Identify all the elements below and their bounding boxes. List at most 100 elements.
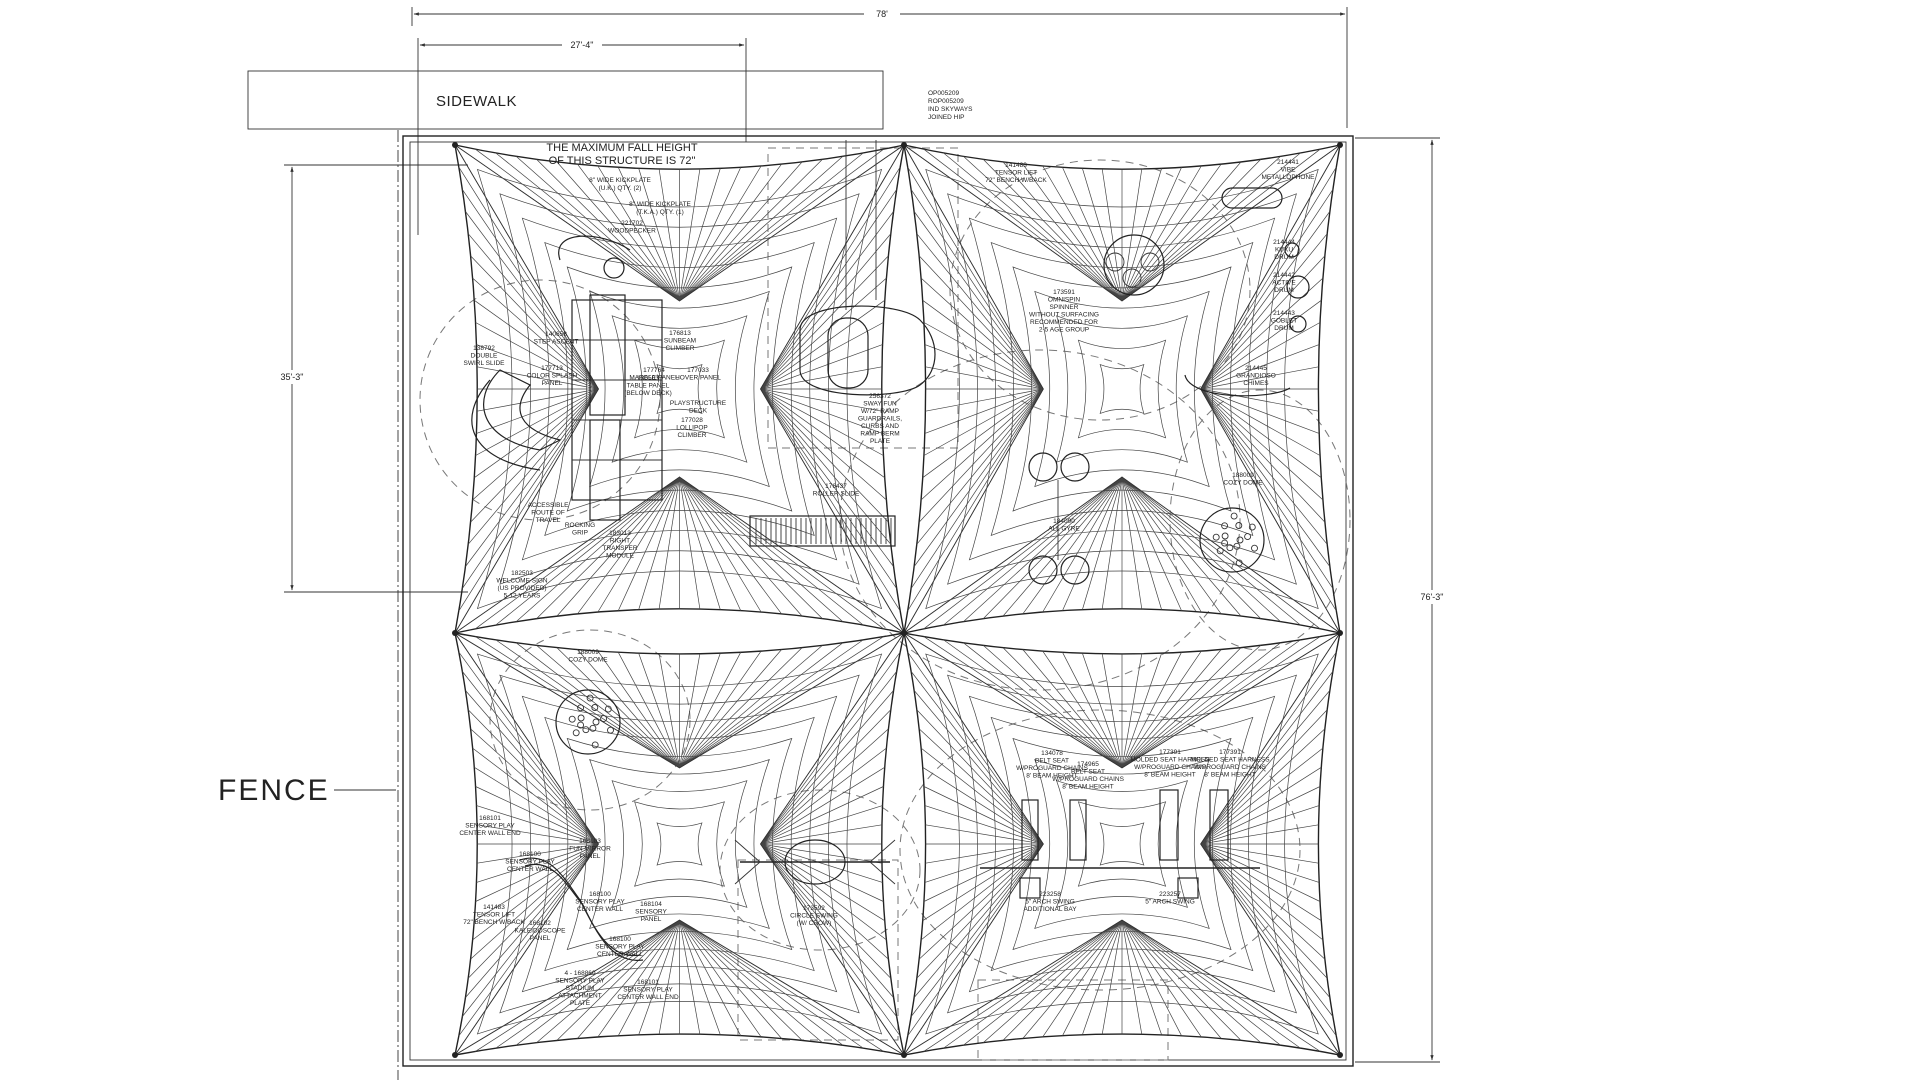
equipment-label-line: SUNBEAM xyxy=(664,338,696,345)
equipment-label-line: 173592 xyxy=(803,905,825,912)
shade-sail-canopy xyxy=(452,142,1343,1058)
equipment-label-line: 2-5 AGE GROUP xyxy=(1039,327,1089,334)
equipment-label-line: 168100 xyxy=(609,936,631,943)
equipment-label-line: CLIMBER xyxy=(678,432,707,439)
equipment-label-line: COZY DOME xyxy=(568,657,608,664)
equipment-label-line: 141483 xyxy=(483,904,505,911)
equipment-label-line: 176437 xyxy=(825,483,847,490)
equipment-label-line: 140658 xyxy=(545,331,567,338)
equipment-label-line: SWAY FUN xyxy=(863,401,897,408)
dimension-overall-width: 78' xyxy=(411,7,1348,128)
shade-sail-2 xyxy=(903,144,1341,634)
sail-post xyxy=(452,1052,458,1058)
equipment-label-line: 177391 xyxy=(1159,749,1181,756)
equipment-label-line: BELT SEAT xyxy=(1035,758,1069,765)
equipment-label-line: MOLDED SEAT HARNESS xyxy=(1130,757,1210,764)
equipment-label-line: 173591 xyxy=(1053,289,1075,296)
play-structure-deck xyxy=(571,299,663,501)
vibe-metallophone xyxy=(1221,187,1283,209)
dimension-overall-height-label: 76'-3" xyxy=(1421,592,1444,602)
equipment-label-line: COZY DOME xyxy=(1223,480,1263,487)
equipment-label-line: 214444 xyxy=(1273,239,1295,246)
svg-text:8" WIDE KICKPLATE: 8" WIDE KICKPLATE xyxy=(629,201,691,208)
dome-hole xyxy=(1244,533,1252,541)
equipment-label-line: 168101 xyxy=(479,815,501,822)
equipment-label-line: VIBE xyxy=(1281,167,1296,174)
equipment-label-line: WELCOME SIGN xyxy=(496,578,548,585)
equipment-label-line: GUARDRAILS, xyxy=(858,416,902,423)
equipment-label-line: (US PROVIDED) xyxy=(497,585,546,592)
svg-text:(T.K.A.) QTY. (1): (T.K.A.) QTY. (1) xyxy=(636,209,684,216)
dome-hole xyxy=(1226,544,1234,552)
all-gyre xyxy=(1028,452,1058,482)
kuku-drum xyxy=(1284,242,1300,258)
equipment-label-line: 130503 xyxy=(637,375,659,382)
equipment-label-line: ROCKING xyxy=(565,522,595,529)
svg-text:JOINED HIP: JOINED HIP xyxy=(928,114,964,121)
equipment-label-line: 214443 xyxy=(1273,310,1295,317)
equipment-label-line: 176813 xyxy=(669,330,691,337)
equipment-label-line: WOODPECKER xyxy=(608,228,656,235)
equipment-label-line: STADIUM xyxy=(566,985,595,992)
equipment-label-line: SWIRL SLIDE xyxy=(464,360,506,367)
grandioso-chimes xyxy=(1184,374,1291,397)
equipment-label-line: CENTER WALL END xyxy=(459,830,521,837)
equipment-label-line: 8' BEAM HEIGHT xyxy=(1144,772,1195,779)
equipment-label-line: 177033 xyxy=(687,367,709,374)
equipment-label-line: PLATE xyxy=(570,1000,591,1007)
sail-post xyxy=(901,142,907,148)
equipment-label-line: DRUM xyxy=(1274,287,1294,294)
equipment-label-line: PLATE xyxy=(870,438,891,445)
equipment-label-line: WITHOUT SURFACING xyxy=(1029,312,1099,319)
equipment-label-line: W/PROGUARD CHAINS xyxy=(1016,765,1089,772)
equipment-label-line: MARBLE PANEL xyxy=(629,375,679,382)
equipment-label-line: BELT SEAT xyxy=(1071,769,1105,776)
equipment-label-line: 177713 xyxy=(541,365,563,372)
dimension-partial-height-label: 35'-3" xyxy=(281,372,304,382)
roller-slide xyxy=(749,515,896,547)
sail-post xyxy=(452,142,458,148)
sail-post xyxy=(1337,630,1343,636)
site-boundary xyxy=(402,135,1354,1067)
dome-hole xyxy=(604,705,612,713)
woodpecker-climber xyxy=(558,235,631,261)
equipment-label-line: CENTER WALL xyxy=(507,866,553,873)
shade-sail-3 xyxy=(454,632,905,1056)
svg-text:THE MAXIMUM FALL HEIGHT: THE MAXIMUM FALL HEIGHT xyxy=(546,142,697,154)
dome-hole xyxy=(586,694,594,702)
equipment-label-line: 72" BENCH W/BACK xyxy=(463,919,525,926)
equipment-label-line: 188009 xyxy=(1232,472,1254,479)
double-swirl-slide xyxy=(483,369,562,451)
equipment-label-line: CLIMBER xyxy=(666,345,695,352)
equipment-label-line: MOLDED SEAT HARNESS xyxy=(1190,757,1270,764)
equipment-label-line: (BELOW DECK) xyxy=(624,390,672,397)
svg-text:(U.K.) QTY. (2): (U.K.) QTY. (2) xyxy=(599,185,642,192)
equipment-label-line: 223257 xyxy=(1159,891,1181,898)
equipment-label-line: (W/ CROW) xyxy=(797,920,832,927)
fall-height-note: THE MAXIMUM FALL HEIGHT OF THIS STRUCTUR… xyxy=(546,142,697,167)
equipment-label-line: GRANDIOSO xyxy=(1236,373,1276,380)
sway-fun xyxy=(799,305,936,396)
equipment-label-line: DECK xyxy=(689,408,708,415)
dome-hole xyxy=(1248,523,1256,531)
dome-hole xyxy=(591,741,599,749)
equipment-label-line: 177391 xyxy=(1219,749,1241,756)
dome-hole xyxy=(592,718,600,726)
equipment-label-line: CENTER WALL xyxy=(597,951,643,958)
equipment-label-line: SENSORY PLAY xyxy=(595,944,645,951)
shade-sail-1 xyxy=(454,144,905,634)
shade-sail-4 xyxy=(903,632,1341,1056)
